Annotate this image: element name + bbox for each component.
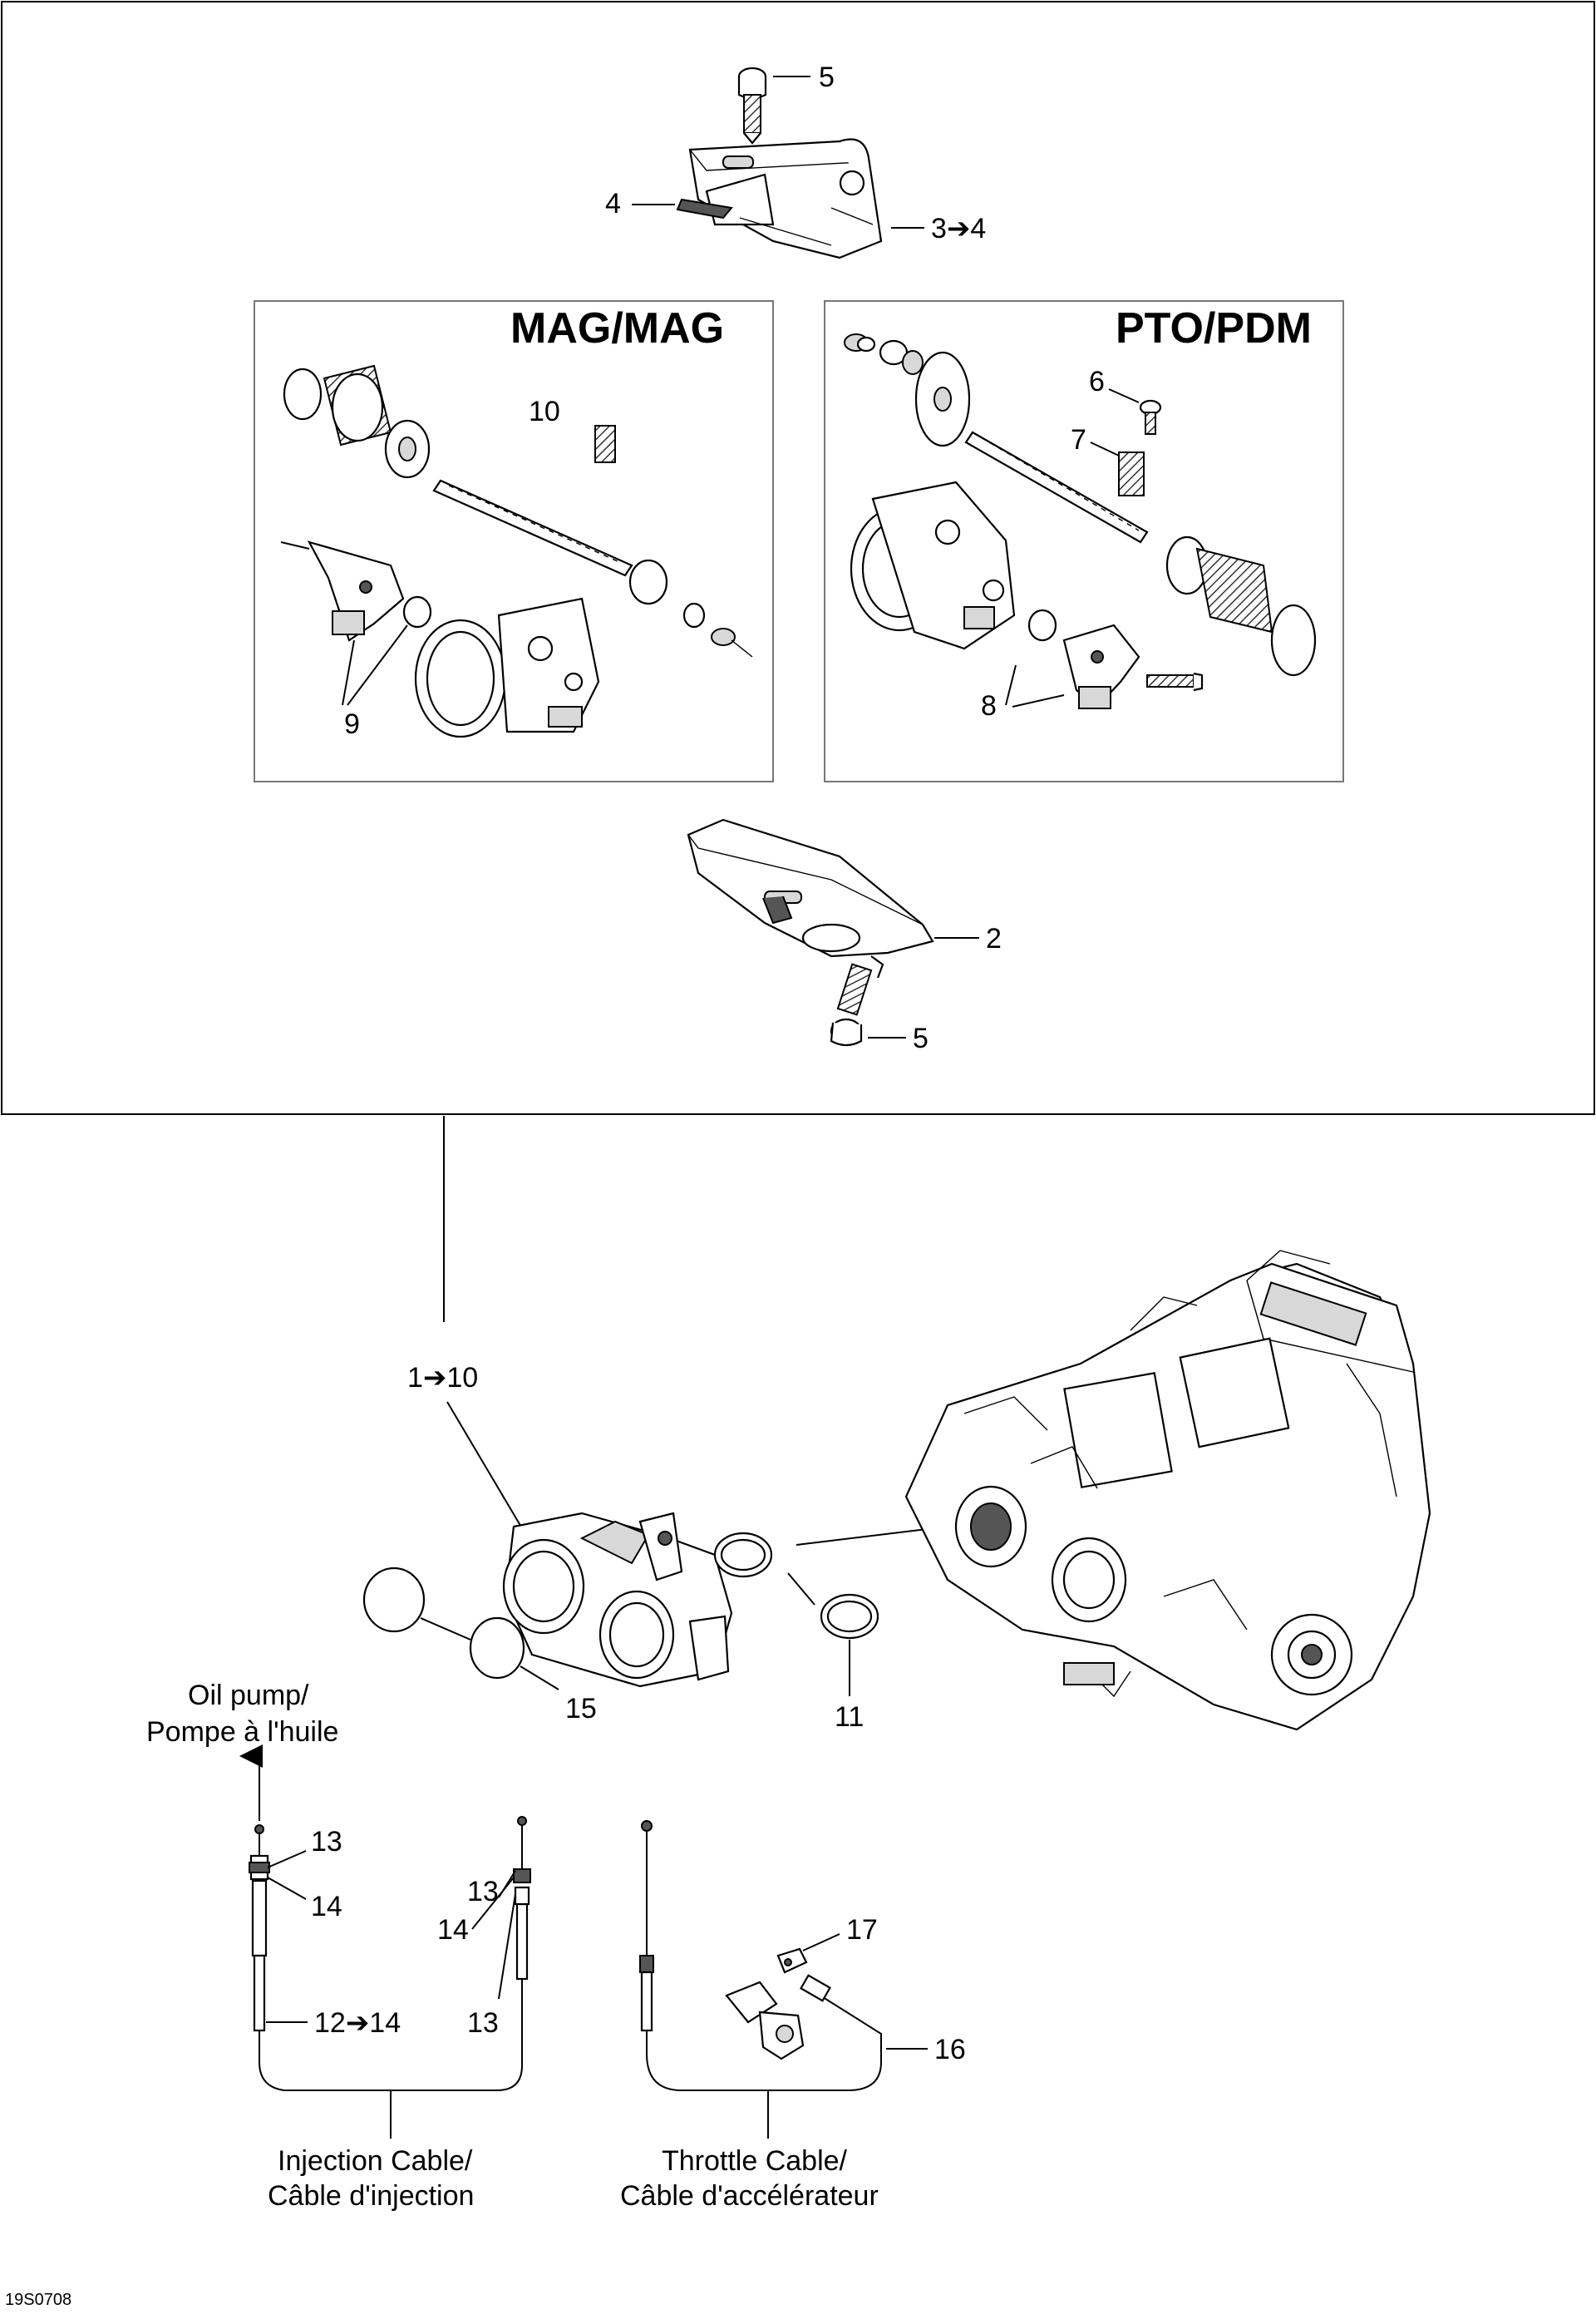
- callout-inj-nut-bottom: 14: [311, 1891, 342, 1922]
- mag-shaft-assembly: [283, 364, 753, 658]
- callout-inj-range: 12➔14: [314, 2007, 401, 2039]
- mag-panel: [254, 300, 774, 782]
- note-injection-fr: Câble d'injection: [268, 2180, 474, 2212]
- mag-throttle-body: [414, 597, 600, 738]
- pto-panel: [824, 300, 1344, 782]
- callout-bracket-range: 3➔4: [931, 213, 986, 244]
- throttle-clip: [776, 1947, 808, 1974]
- callout-clamps: 11: [835, 1701, 864, 1733]
- mag-panel-title: MAG/MAG: [510, 304, 724, 353]
- throttle-cable: [639, 1820, 882, 2091]
- callout-assembly: 1➔10: [407, 1362, 478, 1394]
- pto-screw: [1139, 399, 1162, 435]
- callout-sensor-mag: 9: [344, 708, 360, 740]
- callout-throttle-clip: 17: [846, 1914, 878, 1946]
- hose-clamps: [713, 1532, 879, 1640]
- callout-bottom-screw: 5: [913, 1023, 929, 1054]
- pto-panel-title: PTO/PDM: [1116, 304, 1312, 353]
- pto-sensor: [1027, 609, 1204, 709]
- pto-throttle-body: [850, 481, 1016, 650]
- lower-bracket: [687, 818, 934, 958]
- bottom-screw: [830, 955, 884, 1047]
- note-oil-pump-fr: Pompe à l'huile: [146, 1716, 338, 1748]
- callout-spring-mag: 10: [529, 396, 560, 427]
- engine: [904, 1250, 1431, 1731]
- callout-screw-pto: 6: [1089, 366, 1105, 397]
- intake-plugs: [362, 1567, 525, 1680]
- throttle-body-assembly: [502, 1512, 733, 1688]
- note-throttle-en: Throttle Cable/: [662, 2145, 848, 2177]
- upper-bracket: [676, 138, 883, 259]
- mag-spring: [594, 425, 616, 463]
- callout-plugs: 15: [565, 1693, 597, 1724]
- note-throttle-fr: Câble d'accélérateur: [620, 2180, 879, 2212]
- callout-inj-nut-top: 13: [311, 1826, 342, 1858]
- upper-frame: [1, 1, 1595, 1115]
- callout-inj2-mid: 14: [437, 1914, 469, 1946]
- callout-top-screw: 5: [819, 62, 835, 93]
- throttle-grommets: [725, 1981, 805, 2060]
- callout-lower-bracket: 2: [986, 923, 1002, 955]
- callout-throttle-cable: 16: [934, 2034, 966, 2065]
- callout-inj2-bottom: 13: [467, 2007, 499, 2039]
- callout-spring-pto: 7: [1071, 424, 1086, 456]
- pto-shaft-assembly: [844, 333, 1317, 677]
- callout-bracket-left: 4: [605, 188, 621, 220]
- note-injection-en: Injection Cable/: [278, 2145, 473, 2177]
- top-screw: [737, 67, 767, 145]
- pto-spring: [1118, 451, 1145, 496]
- drawing-code: 19S0708: [5, 2291, 71, 2309]
- callout-sensor-pto: 8: [981, 690, 997, 722]
- mag-sensor: [280, 540, 432, 642]
- note-oil-pump-en: Oil pump/: [188, 1680, 309, 1711]
